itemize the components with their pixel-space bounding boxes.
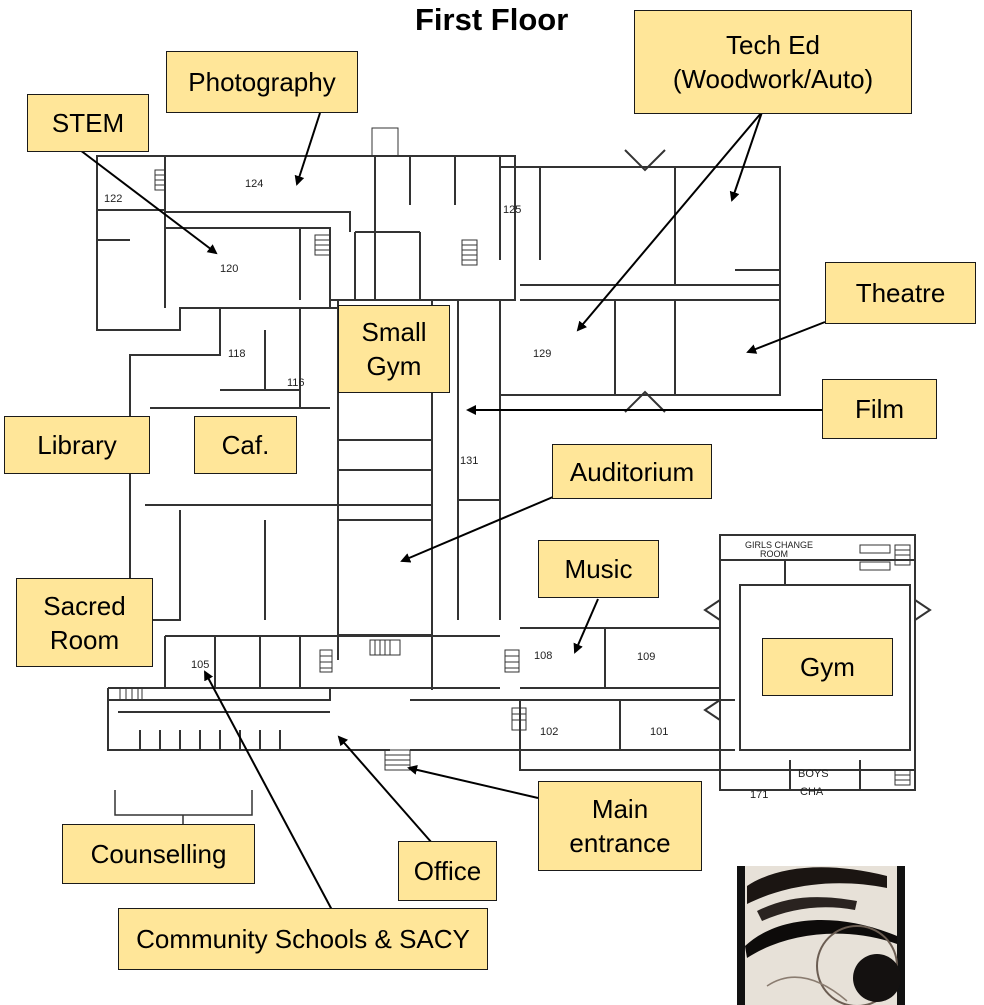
arrow-auditorium xyxy=(400,493,561,563)
gym-outline xyxy=(719,534,916,791)
label-stem: STEM xyxy=(27,94,149,152)
stairs xyxy=(119,127,911,786)
corridor-124 xyxy=(165,211,351,232)
arrow-main-entrance xyxy=(407,764,539,799)
room-116: 116 xyxy=(287,377,305,389)
central-spine xyxy=(337,300,501,690)
room-124: 124 xyxy=(245,178,263,190)
arrow-photography xyxy=(294,112,321,186)
label-caf: Caf. xyxy=(194,416,297,474)
room-102: 102 xyxy=(540,726,558,738)
label-small-gym: Small Gym xyxy=(338,305,450,393)
label-sacred-room: Sacred Room xyxy=(16,578,153,667)
room-118: 118 xyxy=(228,348,246,360)
girls-change-line-1: GIRLS CHANGE xyxy=(745,540,813,550)
label-theatre: Theatre xyxy=(825,262,976,324)
label-office: Office xyxy=(398,841,497,901)
eye-illustration xyxy=(737,866,905,1005)
room-171: 171 xyxy=(750,789,768,801)
arrow-music xyxy=(573,598,599,654)
room-109: 109 xyxy=(637,651,655,663)
room-131: 131 xyxy=(460,455,478,467)
room-129: 129 xyxy=(533,348,551,360)
room-120: 120 xyxy=(220,263,238,275)
label-photography: Photography xyxy=(166,51,358,113)
eyelid xyxy=(745,919,897,958)
arrow-office xyxy=(337,735,433,844)
leader-arrows xyxy=(79,111,826,911)
label-gym: Gym xyxy=(762,638,893,696)
girls-change-line-2: ROOM xyxy=(760,549,788,559)
arrow-stem xyxy=(79,149,218,255)
label-film: Film xyxy=(822,379,937,439)
south-corridor-outline xyxy=(107,687,735,751)
label-auditorium: Auditorium xyxy=(552,444,712,499)
label-music: Music xyxy=(538,540,659,598)
label-main-entrance: Main entrance xyxy=(538,781,702,871)
arrow-theatre xyxy=(746,321,826,354)
stem-wing-inner-wall xyxy=(165,227,331,300)
building-walls xyxy=(96,149,932,791)
east-wing-outline xyxy=(499,166,781,396)
room-108: 108 xyxy=(534,650,552,662)
label-tech-ed: Tech Ed (Woodwork/Auto) xyxy=(634,10,912,114)
label-counselling: Counselling xyxy=(62,824,255,884)
room-125: 125 xyxy=(503,204,521,216)
room-girls-change: GIRLS CHANGE ROOM xyxy=(745,540,816,559)
page-title: First Floor xyxy=(415,2,569,37)
room-numbers: 122 124 125 120 118 116 129 131 108 109 … xyxy=(104,178,829,801)
west-block-outline xyxy=(129,307,338,621)
eye-drawing xyxy=(737,866,905,1005)
room-122: 122 xyxy=(104,193,122,205)
room-101: 101 xyxy=(650,726,668,738)
arrow-community xyxy=(204,670,333,911)
north-west-wing-outline xyxy=(96,155,516,331)
brow-stroke-2 xyxy=(757,897,857,921)
room-cha: CHA xyxy=(800,786,824,798)
pupil xyxy=(853,954,901,1002)
label-library: Library xyxy=(4,416,150,474)
arrow-tech-ed-2 xyxy=(729,111,763,202)
room-boys: BOYS xyxy=(798,768,829,780)
brow-stroke-1 xyxy=(747,867,887,904)
arrow-tech-ed-1 xyxy=(576,111,763,332)
label-community-schools: Community Schools & SACY xyxy=(118,908,488,970)
room-105: 105 xyxy=(191,659,209,671)
